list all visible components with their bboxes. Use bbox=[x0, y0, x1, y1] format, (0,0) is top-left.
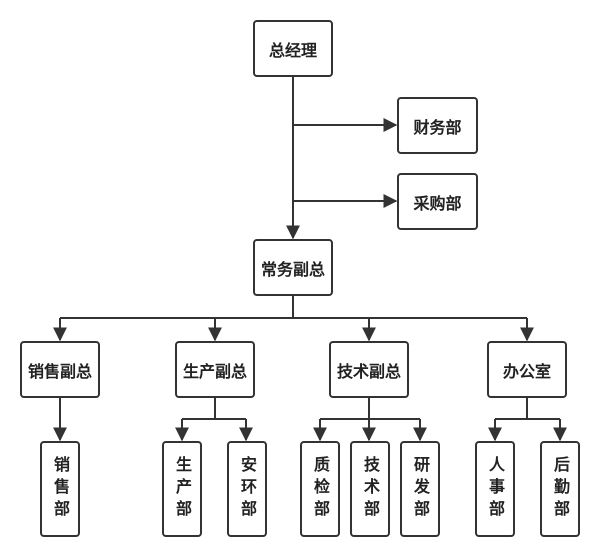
node-logistics-dept: 后勤部 bbox=[540, 441, 580, 537]
node-general-manager: 总经理 bbox=[253, 20, 333, 77]
node-sales-dept: 销售部 bbox=[40, 441, 80, 537]
node-production-dept: 生产部 bbox=[162, 441, 202, 537]
node-tech-dept: 技术部 bbox=[350, 441, 390, 537]
node-rd-dept: 研发部 bbox=[400, 441, 440, 537]
node-purchasing-dept: 采购部 bbox=[397, 173, 478, 230]
node-safety-env-dept: 安环部 bbox=[227, 441, 267, 537]
node-qc-dept: 质检部 bbox=[300, 441, 340, 537]
node-tech-vp: 技术副总 bbox=[329, 341, 409, 398]
node-finance-dept: 财务部 bbox=[397, 97, 478, 154]
node-sales-vp: 销售副总 bbox=[20, 341, 100, 398]
node-office: 办公室 bbox=[487, 341, 567, 398]
node-executive-vp: 常务副总 bbox=[253, 239, 333, 296]
node-hr-dept: 人事部 bbox=[475, 441, 515, 537]
node-production-vp: 生产副总 bbox=[175, 341, 255, 398]
